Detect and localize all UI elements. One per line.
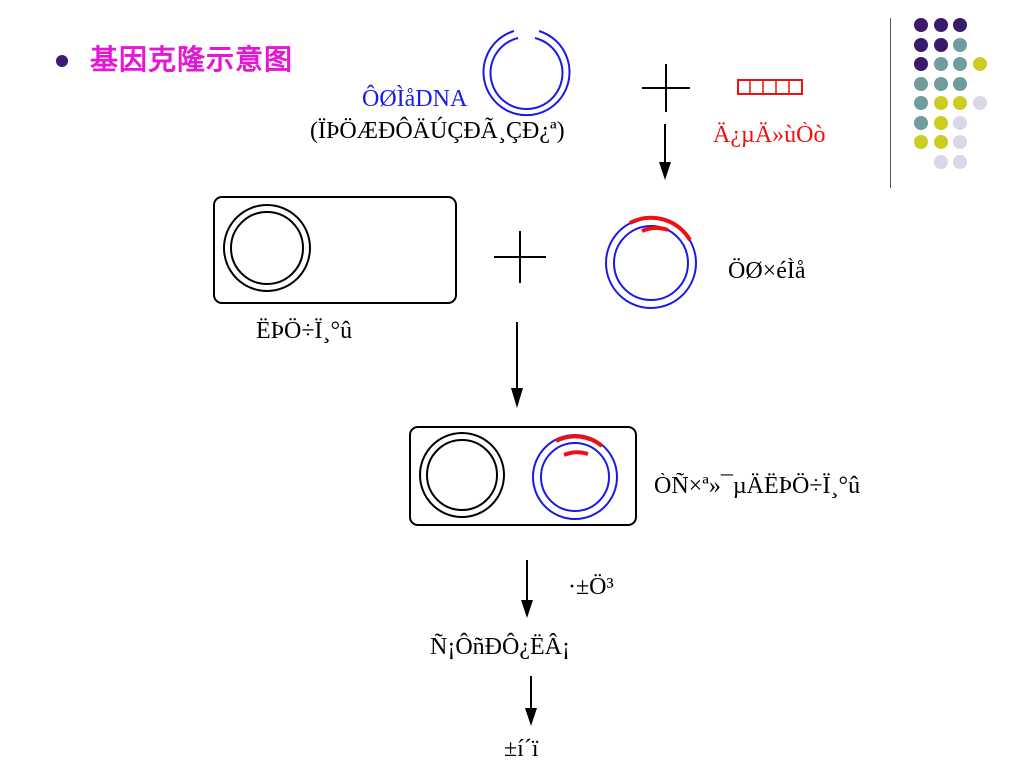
vector-plasmid-icon xyxy=(482,30,571,117)
decorative-dot xyxy=(914,135,928,149)
decorative-dot xyxy=(914,18,928,32)
decorative-dot xyxy=(953,37,967,52)
vector-sublabel: (ÏÞÖÆÐÔÄÚÇÐÃ¸ÇÐ¿ª) xyxy=(310,118,565,144)
decorative-dot xyxy=(933,37,948,52)
arrow-down-icon-4 xyxy=(525,676,537,726)
decorative-dot xyxy=(953,154,967,169)
decorative-divider xyxy=(890,18,891,188)
transformed-cell-label: ÒÑ×ª»¯µÄËÞÖ÷Ï¸°û xyxy=(654,473,861,499)
bullet-icon xyxy=(56,55,68,67)
decorative-dot xyxy=(914,37,928,52)
screening-label: Ñ¡ÔñÐÔ¿ËÂ¡ xyxy=(430,634,570,660)
host-cell-icon xyxy=(213,196,457,304)
recombinant-label: ÖØ×éÌå xyxy=(728,258,806,284)
decorative-dot xyxy=(933,115,948,130)
host-cell-label: ËÞÖ÷Ï¸°û xyxy=(256,318,353,344)
arrow-down-icon-1 xyxy=(659,124,671,180)
transformed-cell-icon xyxy=(409,426,637,526)
decorative-dot xyxy=(933,76,948,91)
decorative-dot xyxy=(914,115,928,130)
decorative-dot xyxy=(953,57,967,71)
decorative-dot xyxy=(933,135,948,149)
expression-label: ±í´ï xyxy=(504,736,539,762)
arrow-down-icon-3 xyxy=(521,560,533,618)
decorative-dot xyxy=(933,96,948,110)
decorative-dot xyxy=(953,76,967,91)
culture-step-label: ·±Ö³ xyxy=(568,574,614,600)
decorative-dot xyxy=(953,135,967,149)
decorative-dot xyxy=(933,57,948,71)
target-gene-label: Ä¿µÄ»ùÒò xyxy=(713,122,826,148)
vector-label: ÔØÌåDNA xyxy=(362,86,468,112)
plus-icon-middle xyxy=(494,231,546,283)
decorative-dot xyxy=(933,154,948,169)
decorative-dot xyxy=(914,57,928,71)
decorative-dot xyxy=(914,76,928,91)
arrow-down-icon-2 xyxy=(511,322,523,408)
decorative-dot xyxy=(953,115,967,130)
decorative-dot xyxy=(972,96,987,110)
slide-title: 基因克隆示意图 xyxy=(90,43,294,76)
decorative-dot xyxy=(953,18,967,32)
decorative-dot xyxy=(933,18,948,32)
target-gene-fragment-icon xyxy=(737,79,803,95)
decorative-dot xyxy=(953,96,967,110)
plus-icon-top xyxy=(642,64,690,112)
recombinant-plasmid-icon xyxy=(605,215,697,309)
decorative-dot xyxy=(914,96,928,110)
decorative-dot xyxy=(972,57,987,71)
